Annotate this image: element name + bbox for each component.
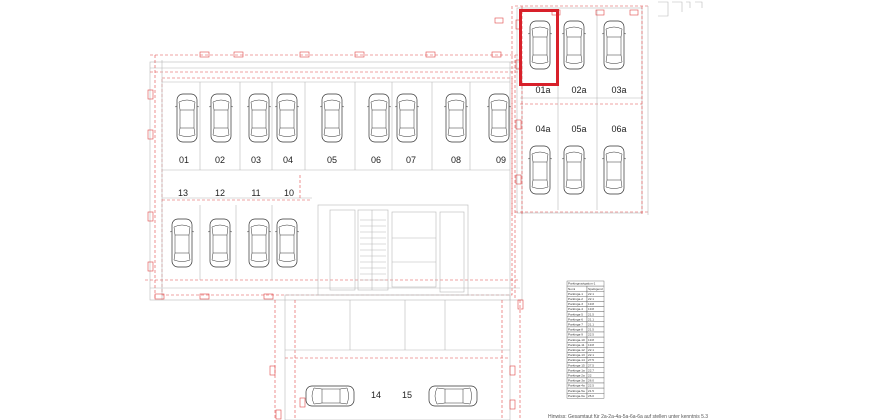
table-row-value: 19.8 [588,302,594,306]
table-row-value: 19.8 [588,307,594,311]
table-row-name: Parkinga-10 [568,338,585,342]
table-row-value: 21.5 [588,312,594,316]
table-row-value: 22.1 [588,348,594,352]
table-row-name: Parkinga-5a [568,389,585,393]
table-row-name: Parkinga-13 [568,353,585,357]
table-row-name: Parkinga-9 [568,333,583,337]
table-row-value: 26.0 [588,379,594,383]
space-label[interactable]: 04 [283,155,293,165]
space-label[interactable]: 06a [611,124,626,134]
table-row-value: 27.5 [588,358,594,362]
table-row-name: Parkinga-14 [568,358,585,362]
space-label[interactable]: 14 [371,390,381,400]
space-label[interactable]: 07 [406,155,416,165]
table-row-name: Parkinga-8 [568,328,583,332]
table-row-name: Parkinga-6a [568,394,585,398]
table-row-value: 26.0 [588,394,594,398]
table-row-name: Parkinga-5 [568,312,583,316]
space-label[interactable]: 01a [535,85,550,95]
table-row-value: 21.5 [588,389,594,393]
table-row-value: 22.7 [588,368,594,372]
selected-space-highlight[interactable] [519,9,559,86]
table-row-value: 22.5 [588,333,594,337]
table-row-value: 22.5 [588,384,594,388]
dimension-lines [145,1,703,420]
table-row-name: Parkinga-1a [568,368,585,372]
table-header: Spelkgend [588,287,603,291]
table-row-name: Parkinga-3 [568,302,583,306]
table-row-value: 22 [588,374,592,378]
table-cell-border [586,393,605,399]
table-row-name: Parkinga-4 [568,307,583,311]
space-label[interactable]: 01 [179,155,189,165]
table-row-name: Parkinga-1 [568,292,583,296]
space-label[interactable]: 03a [611,85,626,95]
space-label[interactable]: 15 [402,390,412,400]
space-label[interactable]: 02a [571,85,586,95]
table-row-value: 22.1 [588,292,594,296]
table-row-value: 22.1 [588,297,594,301]
table-row-name: Parkinga-12 [568,348,585,352]
table-row-name: Parkinga-4a [568,384,585,388]
space-label[interactable]: 02 [215,155,225,165]
table-row-name: Parkinga-2a [568,374,585,378]
space-label[interactable]: 11 [251,188,260,198]
table-row-value: 27.5 [588,363,594,367]
table-row-name: Parkinga-3a [568,379,585,383]
table-row-value: 19.8 [588,338,594,342]
table-row-name: Parkinga-7 [568,323,583,327]
table-row-name: Parkinga-6 [568,317,583,321]
table-row-value: 22.1 [588,353,594,357]
space-label[interactable]: 10 [284,188,294,198]
space-label[interactable]: 03 [251,155,261,165]
space-labels: 01 02 03 04 05 06 07 08 09 13 12 11 10 1… [178,85,627,400]
space-label[interactable]: 06 [371,155,381,165]
table-row-name: Parkinga-2 [568,297,583,301]
table-header: Nomi [568,287,576,291]
table-row-value: 21.1 [588,323,594,327]
space-label[interactable]: 13 [178,188,188,198]
table-row-name: Parkinga-11 [568,343,585,347]
table-title: Parkingnavigation-1 [568,282,596,286]
space-label[interactable]: 05 [327,155,337,165]
table-row-value: 21.1 [588,317,594,321]
table-row-value: 21.5 [588,328,594,332]
table-row-value: 19.8 [588,343,594,347]
space-label[interactable]: 08 [451,155,461,165]
space-label[interactable]: 04a [535,124,550,134]
plan-note: Hinwiss: Gesamtaut für 2a-2a-4a-5a-6a-6a… [548,414,708,420]
space-label[interactable]: 09 [496,155,506,165]
table-row-name: Parkinga-15 [568,363,585,367]
space-label[interactable]: 12 [215,188,225,198]
space-label[interactable]: 05a [571,124,586,134]
